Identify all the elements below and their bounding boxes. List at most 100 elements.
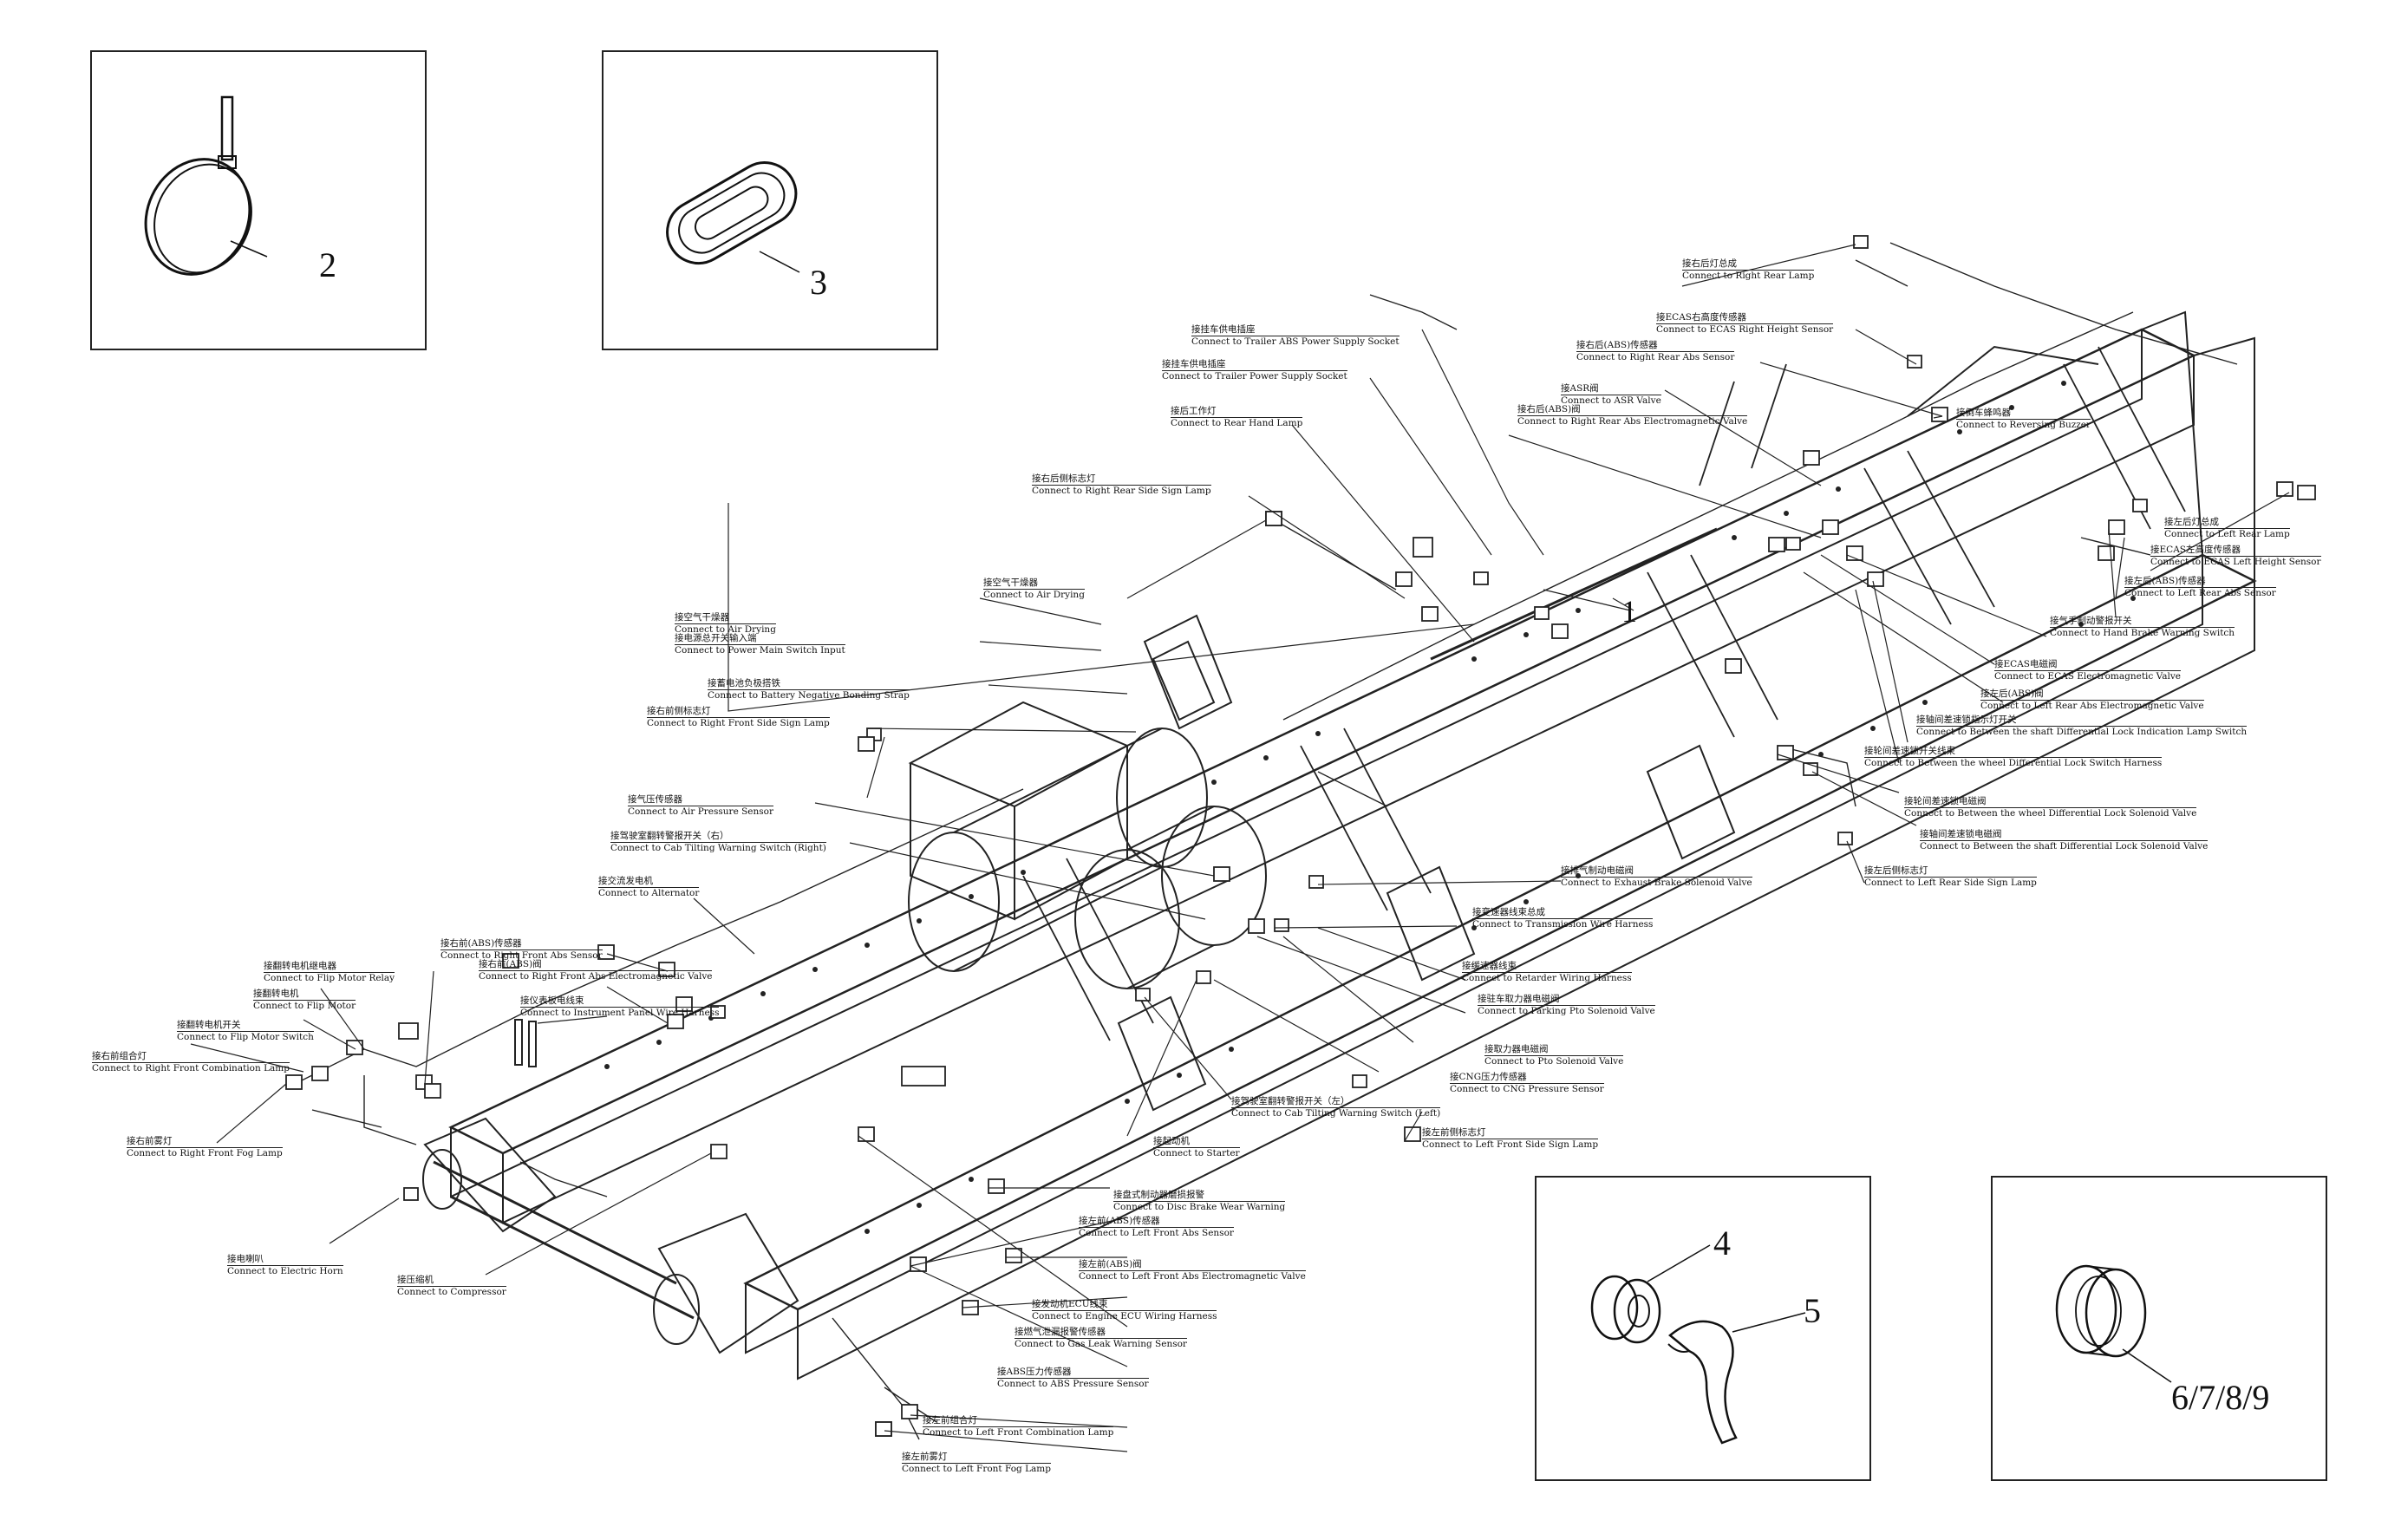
label-en: Connect to Left Rear Side Sign Lamp	[1864, 877, 2037, 888]
label-en: Connect to Left Front Side Sign Lamp	[1422, 1139, 1599, 1150]
callout-1: 1	[1621, 594, 1637, 629]
rear-suspension	[1117, 744, 1736, 1112]
label-cn: 接气压传感器	[628, 794, 682, 805]
label-cn: 接取力器电磁阀	[1484, 1044, 1549, 1054]
label-cn: 接电喇叭	[227, 1254, 264, 1264]
label-cn: 接CNG压力传感器	[1450, 1072, 1527, 1082]
label-en: Connect to Right Rear Abs Sensor	[1576, 351, 1735, 362]
label-cn: 接气手制动警报开关	[2050, 616, 2132, 626]
connection-label: 接驾驶室翻转警报开关（左）Connect to Cab Tilting Warn…	[1231, 1096, 1441, 1119]
label-cn: 接空气干燥器	[675, 612, 729, 623]
label-en: Connect to Between the shaft Differentia…	[1920, 840, 2209, 852]
label-en: Connect to Right Rear Lamp	[1682, 270, 1815, 281]
wire-harness	[294, 242, 2238, 1440]
label-en: Connect to Air Drying	[675, 623, 776, 635]
label-en: Connect to Left Rear Abs Electromagnetic…	[1980, 700, 2204, 711]
label-cn: 接左后(ABS)阀	[1980, 688, 2044, 699]
label-cn: 接变速器线束总成	[1472, 907, 1545, 917]
label-en: Connect to Flip Motor Relay	[264, 972, 395, 983]
label-en: Connect to Trailer Power Supply Socket	[1162, 370, 1347, 382]
inset-box-part-2: 2	[90, 50, 427, 350]
label-en: Connect to Reversing Buzzer	[1956, 419, 2091, 430]
label-cn: 接左前(ABS)阀	[1079, 1259, 1142, 1269]
label-cn: 接轴间差速锁电磁阀	[1920, 829, 2002, 839]
label-cn: 接电源总开关输入端	[675, 633, 757, 643]
label-cn: 接左前侧标志灯	[1422, 1127, 1486, 1138]
label-en: Connect to Alternator	[598, 887, 700, 898]
rail-holes	[604, 381, 2136, 1234]
inset-box-part-3: 3	[602, 50, 938, 350]
label-en: Connect to Right Rear Side Sign Lamp	[1032, 485, 1211, 496]
label-cn: 接倒车蜂鸣器	[1956, 408, 2011, 418]
callout-5: 5	[1804, 1291, 1821, 1330]
label-en: Connect to Left Front Combination Lamp	[923, 1426, 1114, 1438]
label-cn: 接轮间差速锁开关线束	[1864, 746, 1955, 756]
label-en: Connect to Right Front Fog Lamp	[127, 1147, 283, 1158]
label-en: Connect to ABS Pressure Sensor	[997, 1378, 1149, 1389]
label-en: Connect to Right Front Side Sign Lamp	[647, 717, 830, 728]
label-en: Connect to ECAS Electromagnetic Valve	[1994, 670, 2181, 682]
label-en: Connect to Flip Motor	[253, 1000, 356, 1011]
label-cn: 接右后灯总成	[1682, 258, 1737, 269]
label-en: Connect to Between the wheel Differentia…	[1864, 757, 2163, 768]
callout-6-7-8-9: 6/7/8/9	[2171, 1378, 2270, 1417]
label-en: Connect to Right Front Abs Sensor	[440, 949, 603, 961]
inset-box-parts-4-5: 4 5	[1535, 1176, 1871, 1481]
connectors	[285, 235, 2316, 1437]
label-cn: 接左后侧标志灯	[1864, 865, 1928, 876]
label-cn: 接挂车供电插座	[1191, 324, 1256, 335]
label-cn: 接右后(ABS)阀	[1517, 404, 1581, 414]
label-cn: 接右前侧标志灯	[647, 706, 711, 716]
label-en: Connect to ECAS Left Height Sensor	[2150, 556, 2321, 567]
label-cn: 接左后(ABS)传感器	[2124, 576, 2206, 586]
battery-box	[908, 701, 1130, 921]
label-cn: 接ASR阀	[1561, 383, 1599, 394]
label-cn: 接挂车供电插座	[1162, 359, 1226, 369]
label-cn: 接右前(ABS)阀	[479, 959, 542, 969]
label-en: Connect to Left Rear Abs Sensor	[2124, 587, 2276, 598]
right-frame-rail	[448, 328, 2196, 1224]
label-cn: 接右前雾灯	[127, 1136, 173, 1146]
instrument-harness-plugs	[514, 1019, 537, 1067]
label-en: Connect to Retarder Wiring Harness	[1462, 972, 1632, 983]
rear-frame-end	[1907, 310, 2255, 581]
label-cn: 接盘式制动器磨损报警	[1113, 1190, 1204, 1200]
label-cn: 接ECAS左高度传感器	[2150, 545, 2241, 555]
air-tanks	[908, 728, 1267, 989]
label-en: Connect to Right Front Combination Lamp	[92, 1062, 290, 1073]
label-en: Connect to Rear Hand Lamp	[1171, 417, 1303, 428]
label-en: Connect to Cab Tilting Warning Switch (L…	[1231, 1107, 1441, 1119]
label-cn: 接燃气泄漏报警传感器	[1015, 1327, 1106, 1337]
grommet-drawing	[666, 161, 800, 273]
label-cn: 接轮间差速锁电磁阀	[1904, 796, 1987, 806]
label-cn: 接轴间差速锁指示灯开关	[1916, 715, 2017, 725]
callout-3: 3	[810, 263, 827, 302]
label-cn: 接仪表板电线束	[520, 995, 584, 1006]
